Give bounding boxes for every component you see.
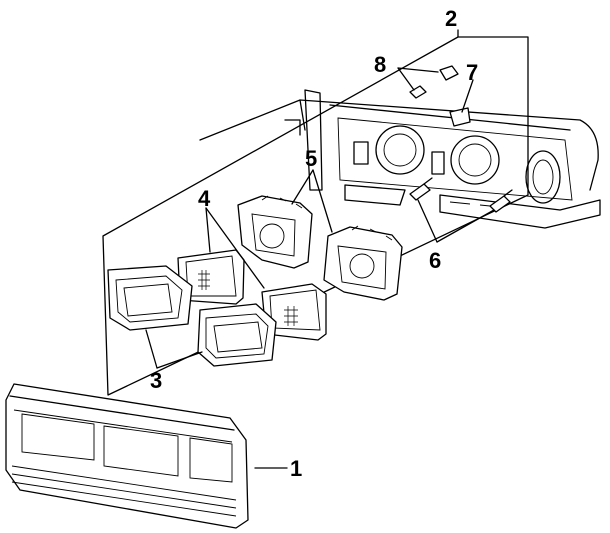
grille-panel [5,383,249,529]
mounting-ring-right [323,225,403,301]
callout-7: 7 [466,60,478,85]
bulb-socket-left [409,177,433,201]
clip-part [449,107,471,127]
callout-8: 8 [374,52,386,77]
callout-4: 4 [198,186,211,211]
bezel-right [197,303,277,367]
callout-3: 3 [150,368,162,393]
bezel-left [107,265,193,331]
callout-6: 6 [429,248,441,273]
vehicle-front-body [199,89,601,229]
callout-5: 5 [305,146,317,171]
leader-lines [145,29,495,469]
callout-2: 2 [445,6,457,31]
mounting-ring-left [237,195,313,269]
callout-1: 1 [290,456,302,481]
bulb-part [409,65,459,99]
